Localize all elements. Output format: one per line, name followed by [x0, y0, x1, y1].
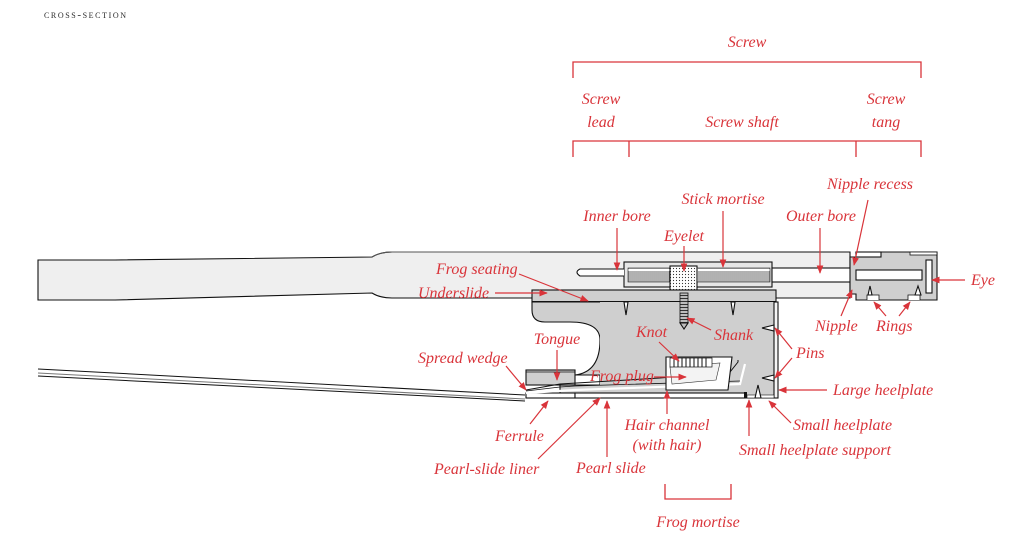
bracket-screw-parts: Screw lead Screw shaft Screw tang	[572, 91, 922, 157]
callout-hair-channel: Hair channel (with hair)	[624, 390, 710, 454]
svg-text:Eye: Eye	[970, 272, 995, 289]
svg-text:Spread wedge: Spread wedge	[418, 350, 508, 367]
callout-frog-plug: Frog plug	[589, 368, 687, 385]
svg-text:Small heelplate: Small heelplate	[793, 417, 892, 434]
pin	[761, 374, 775, 382]
svg-text:Tongue: Tongue	[534, 331, 581, 348]
callout-eyelet: Eyelet	[663, 228, 705, 272]
svg-text:Large heelplate: Large heelplate	[832, 382, 933, 399]
svg-text:Frog seating: Frog seating	[435, 261, 518, 278]
callout-large-heelplate: Large heelplate	[778, 382, 933, 399]
callout-pearl-slide-liner: Pearl-slide liner	[433, 397, 601, 478]
svg-text:Eyelet: Eyelet	[663, 228, 705, 245]
svg-text:Rings: Rings	[875, 318, 912, 335]
callout-stick-mortise: Stick mortise	[681, 191, 765, 268]
svg-text:Stick mortise: Stick mortise	[681, 191, 764, 208]
tongue-block	[525, 369, 576, 386]
svg-text:Pearl slide: Pearl slide	[575, 460, 646, 477]
label-screw-shaft: Screw shaft	[705, 114, 779, 131]
eye	[925, 259, 933, 294]
svg-text:Pearl-slide liner: Pearl-slide liner	[433, 461, 540, 478]
svg-text:Small heelplate support: Small heelplate support	[739, 442, 892, 459]
bracket-frog-mortise: Frog mortise	[655, 484, 740, 531]
knot	[669, 357, 713, 368]
label-screw-lead-2: lead	[587, 114, 616, 131]
small-heelplate-support	[744, 392, 747, 398]
underslide	[531, 289, 777, 303]
ferrule	[525, 392, 576, 399]
svg-text:Ferrule: Ferrule	[494, 428, 544, 445]
label-screw: Screw	[728, 34, 767, 51]
callout-small-heelplate-support: Small heelplate support	[739, 399, 892, 459]
callout-outer-bore: Outer bore	[786, 208, 856, 274]
svg-text:Knot: Knot	[635, 324, 668, 341]
svg-text:Nipple: Nipple	[814, 318, 858, 335]
callout-spread-wedge: Spread wedge	[418, 350, 527, 391]
label-screw-lead-1: Screw	[582, 91, 621, 108]
callout-inner-bore: Inner bore	[582, 208, 651, 271]
callout-nipple: Nipple	[814, 289, 858, 335]
callout-frog-seating: Frog seating	[435, 261, 589, 302]
svg-text:Outer bore: Outer bore	[786, 208, 856, 225]
callout-tongue: Tongue	[534, 331, 581, 381]
section-heading: cross-section	[44, 9, 128, 21]
pin	[754, 384, 762, 399]
outer-bore	[771, 267, 857, 283]
svg-text:Hair channel: Hair channel	[624, 417, 710, 434]
screw-button	[849, 251, 938, 301]
stick	[37, 251, 857, 301]
callout-underslide: Underslide	[418, 285, 548, 302]
callout-nipple-recess: Nipple recess	[826, 176, 913, 266]
svg-text:Frog plug: Frog plug	[589, 368, 654, 385]
bracket-screw: Screw	[572, 34, 922, 78]
pin	[623, 301, 629, 316]
callout-eye: Eye	[931, 272, 995, 289]
svg-text:Inner bore: Inner bore	[582, 208, 650, 225]
label-frog-mortise: Frog mortise	[655, 514, 739, 531]
svg-text:Nipple recess: Nipple recess	[826, 176, 913, 193]
callout-small-heelplate: Small heelplate	[768, 400, 892, 434]
label-screw-tang-1: Screw	[867, 91, 906, 108]
pin	[730, 301, 736, 316]
svg-text:(with hair): (with hair)	[633, 437, 702, 454]
frog	[525, 289, 779, 399]
callout-ferrule: Ferrule	[494, 400, 549, 445]
label-screw-tang-2: tang	[872, 114, 900, 131]
callout-rings: Rings	[873, 301, 912, 335]
callout-pearl-slide: Pearl slide	[575, 400, 646, 477]
callout-pins: Pins	[774, 327, 824, 379]
bow-hair	[37, 368, 526, 402]
inner-bore	[576, 268, 624, 277]
callout-shank: Shank	[686, 317, 754, 344]
svg-text:Pins: Pins	[795, 345, 824, 362]
svg-text:Underslide: Underslide	[418, 285, 489, 302]
svg-text:Shank: Shank	[714, 327, 754, 344]
pearl-slide	[574, 392, 746, 399]
pin	[761, 324, 775, 332]
large-heelplate	[773, 301, 779, 399]
callout-knot: Knot	[635, 324, 680, 362]
screw-thread	[627, 267, 771, 283]
